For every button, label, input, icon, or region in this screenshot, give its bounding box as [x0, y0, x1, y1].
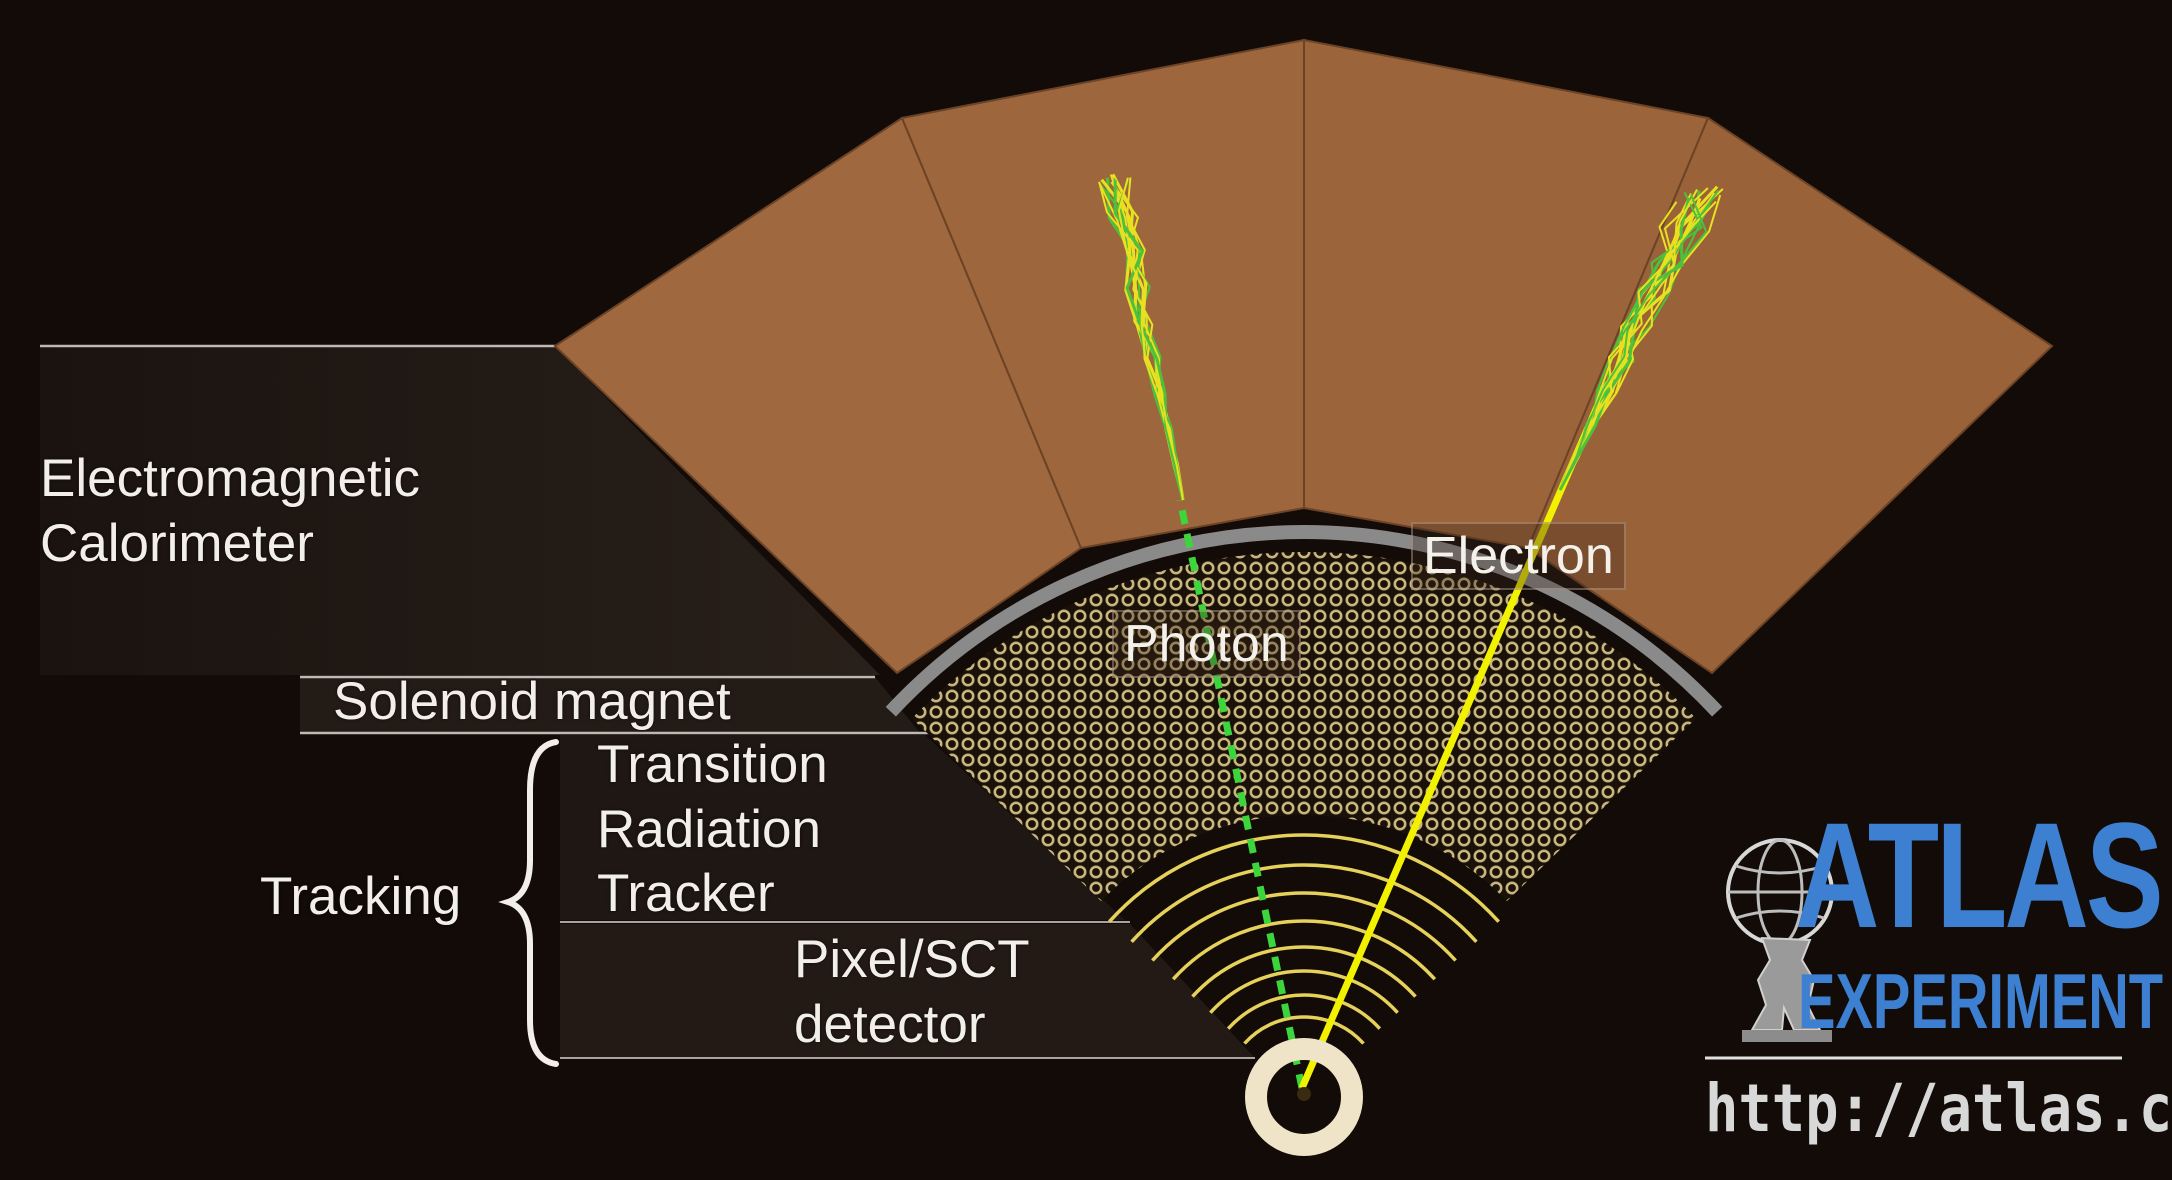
solenoid-label: Solenoid magnet — [333, 672, 731, 731]
em-calorimeter-label: Electromagnetic Calorimeter — [40, 447, 420, 576]
pixel-ring-6 — [1209, 969, 1399, 1014]
pixel-ring-7 — [1226, 993, 1382, 1030]
pixel-ring-3 — [1151, 891, 1457, 962]
pixel-ring-4 — [1171, 919, 1437, 981]
trt-band — [560, 735, 1125, 920]
electron-label: Electron — [1411, 522, 1626, 590]
photonShower-strand-13 — [1113, 180, 1185, 501]
tracking-brace — [498, 739, 559, 1067]
photon-shower — [1097, 173, 1185, 501]
atlas-url: http://atlas.ch — [1705, 1070, 2172, 1147]
photon-track — [1176, 499, 1306, 1089]
photonShower-strand-14 — [1117, 177, 1184, 501]
electron-track — [1298, 398, 1604, 1090]
tracking-label: Tracking — [260, 867, 462, 926]
pixel-band — [560, 924, 1255, 1058]
trt-label-line1: Transition — [597, 735, 828, 794]
pixel-ring-8 — [1243, 1015, 1365, 1045]
pixel-label-line2: detector — [794, 994, 986, 1054]
pixel-ring-5 — [1191, 945, 1417, 998]
atlas-logo-figure-icon — [1726, 838, 1834, 1042]
em-calorimeter-band — [40, 346, 880, 675]
trt-label-line3: Tracker — [597, 864, 775, 924]
trt-label-line2: Radiation — [597, 799, 821, 859]
electron-shower — [1558, 185, 1724, 491]
electronShower-strand-16 — [1559, 194, 1708, 491]
label-bands — [40, 344, 1255, 1059]
atlas-logo-name: ATLAS — [1795, 791, 2164, 959]
pixel-ring-1 — [1108, 833, 1500, 923]
pixel-sct-rings — [1108, 833, 1500, 1045]
em-calorimeter-label-line1: Electromagnetic — [40, 449, 421, 508]
em-calorimeter-label-line2: Calorimeter — [40, 513, 314, 573]
beam-pipe — [1245, 1038, 1363, 1156]
pixel-label: Pixel/SCT detector — [794, 928, 1030, 1057]
atlas-logo-subtitle: EXPERIMENT — [1798, 957, 2164, 1045]
pixel-ring-2 — [1130, 863, 1478, 943]
trt-label: Transition Radiation Tracker — [597, 733, 828, 927]
electronShower-strand-13 — [1558, 197, 1691, 491]
pixel-label-line1: Pixel/SCT — [794, 930, 1030, 989]
solenoid-band — [300, 677, 920, 733]
interaction-point — [1297, 1087, 1311, 1101]
photon-label: Photon — [1112, 610, 1301, 678]
solenoid-magnet-arc — [885, 525, 1723, 717]
